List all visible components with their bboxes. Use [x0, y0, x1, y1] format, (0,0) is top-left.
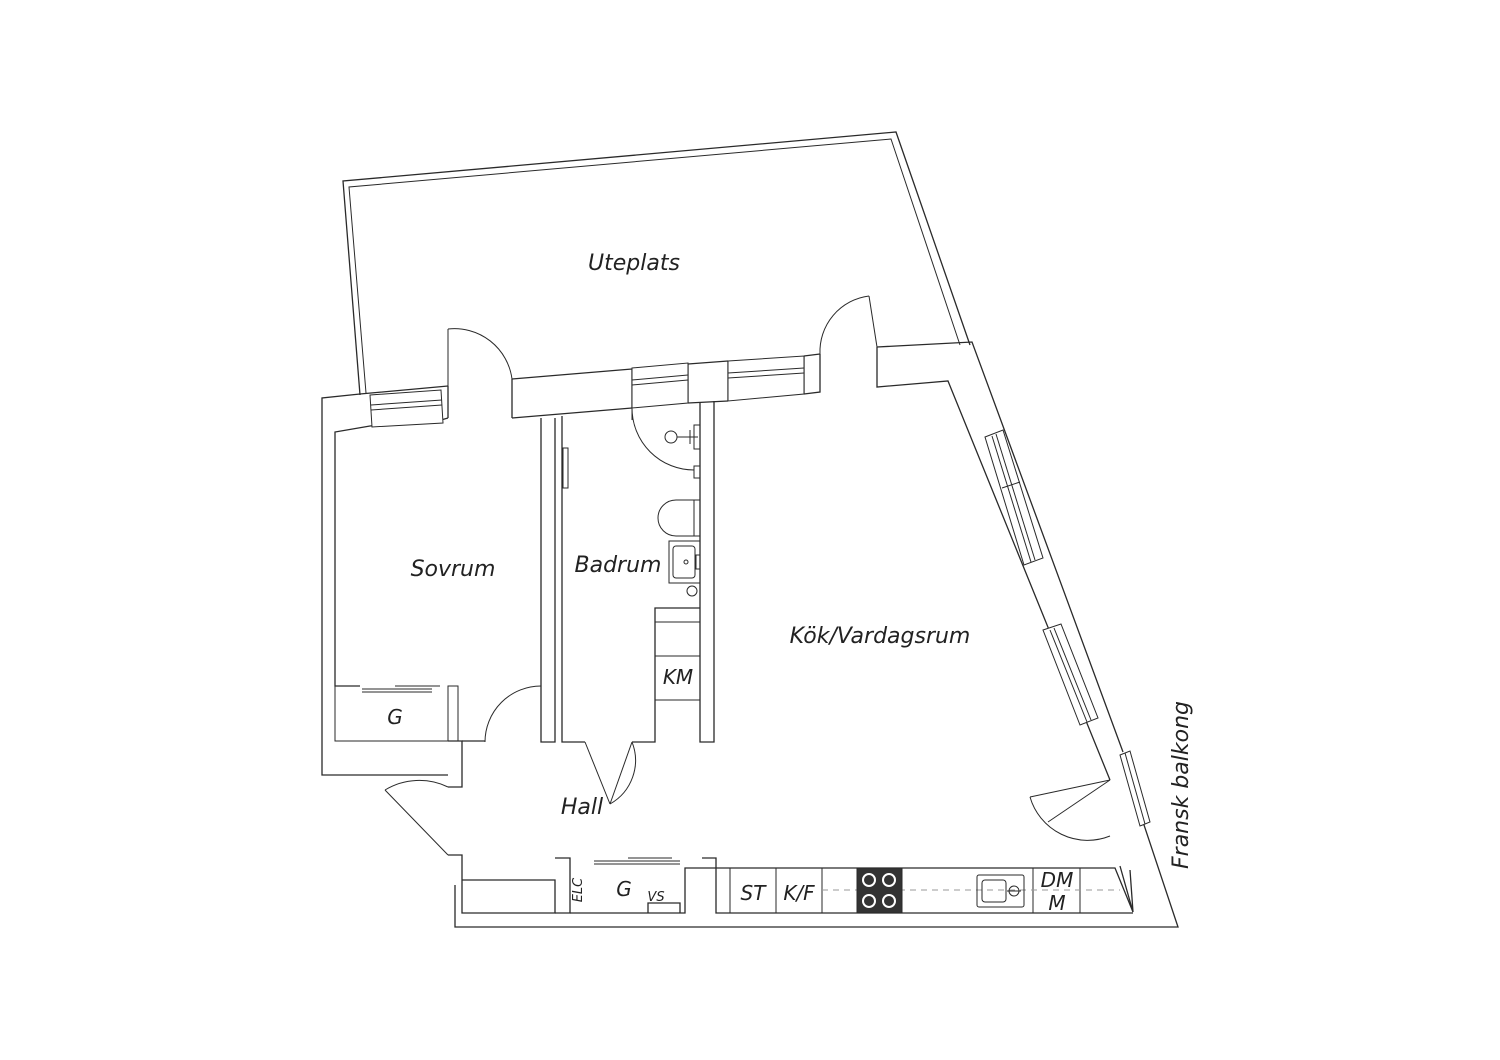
outer-walls — [321, 341, 1179, 928]
door-bedroom-hall — [484, 685, 542, 743]
window-bathroom — [631, 362, 689, 409]
window-living-right-1 — [984, 429, 1044, 566]
label-wardrobe-bedroom: G — [387, 705, 403, 729]
window-living-top — [727, 355, 805, 402]
label-hall: Hall — [561, 795, 603, 820]
door-french-balcony — [1029, 779, 1111, 841]
door-bedroom-terrace — [447, 328, 513, 386]
shower — [631, 407, 701, 479]
label-fransk-balkong: Fransk balkong — [1169, 701, 1194, 869]
label-wardrobe-hall: G — [616, 877, 632, 901]
toilet — [657, 499, 701, 537]
label-m: M — [1048, 891, 1065, 915]
label-badrum: Badrum — [575, 553, 662, 578]
window-bedroom — [369, 389, 444, 428]
label-km: KM — [663, 665, 693, 689]
label-dm: DM — [1041, 868, 1074, 892]
laundry-stack — [654, 621, 701, 701]
interior-walls — [448, 401, 1133, 914]
label-vs: VS — [647, 890, 664, 905]
label-elc: ELC — [571, 877, 586, 902]
door-entrance — [384, 779, 449, 856]
bathroom-fixtures — [631, 407, 701, 701]
kitchen-sink — [976, 874, 1025, 908]
room-labels: Uteplats Sovrum Badrum Kök/Vardagsrum Ha… — [411, 251, 1194, 869]
washbasin — [668, 540, 701, 597]
window-living-right-2 — [1042, 623, 1099, 726]
wardrobe-sliders — [362, 447, 680, 865]
label-st: ST — [741, 881, 768, 905]
fixture-labels: KM G ELC G VS ST K/F DM M — [387, 665, 1073, 915]
french-balcony-rail — [1119, 750, 1151, 827]
terrace-outline — [342, 131, 971, 396]
label-kf: K/F — [783, 881, 815, 905]
door-bathroom-hall — [584, 741, 636, 805]
stove — [856, 867, 903, 914]
label-kok-vardagsrum: Kök/Vardagsrum — [790, 624, 971, 649]
label-sovrum: Sovrum — [411, 557, 496, 582]
door-living-terrace — [819, 295, 878, 355]
kitchen-counter — [716, 867, 1134, 914]
doors — [384, 295, 1111, 856]
windows — [369, 355, 1151, 827]
label-uteplats: Uteplats — [588, 251, 680, 276]
